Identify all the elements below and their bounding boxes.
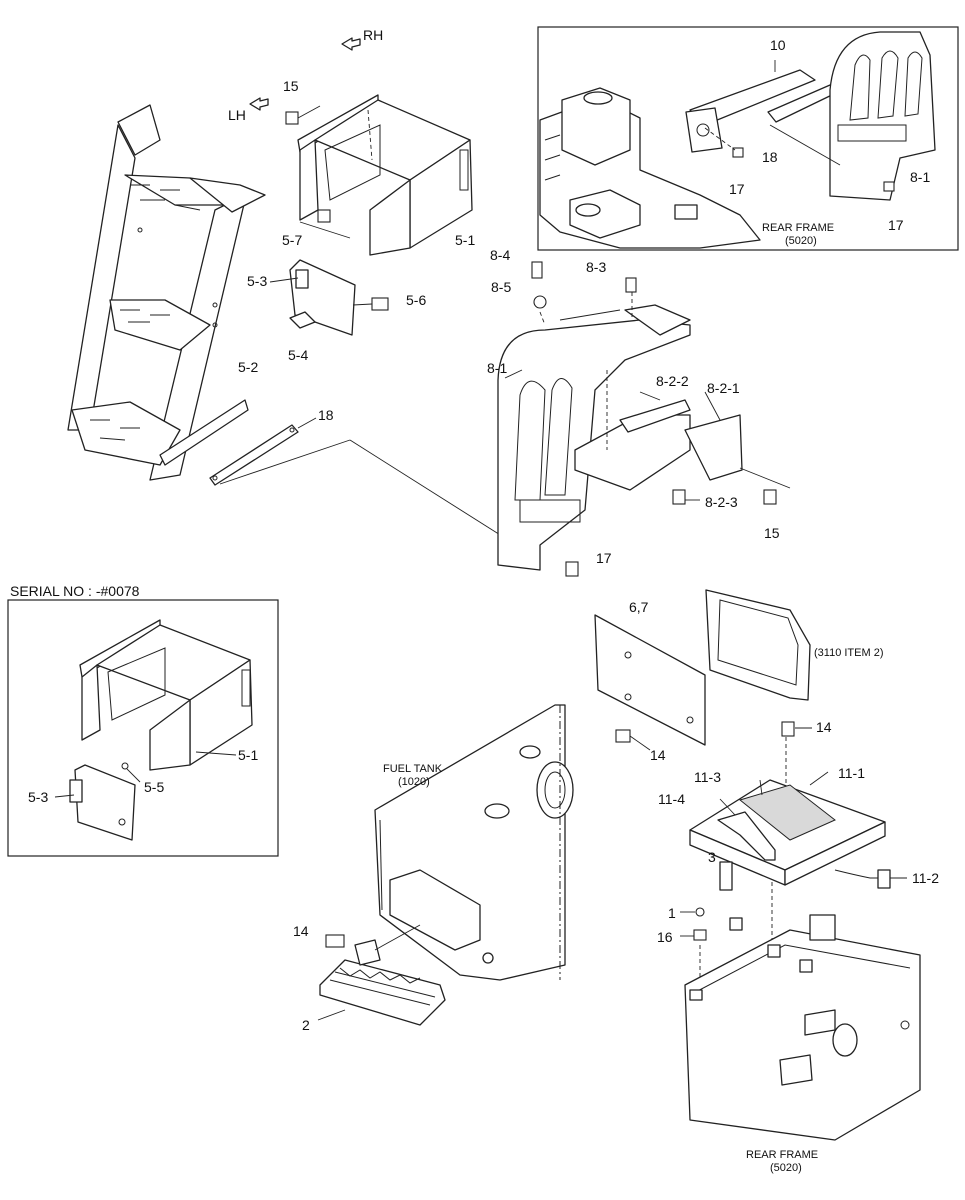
label-16: 16 — [657, 929, 673, 945]
cover-plate — [269, 259, 389, 336]
label-14: 14 — [650, 747, 666, 763]
bolt-icon — [285, 111, 331, 223]
label-11-4: 11-4 — [658, 791, 685, 807]
label-15: 15 — [283, 78, 299, 94]
label-14: 14 — [816, 719, 832, 735]
label-5-3: 5-3 — [28, 789, 48, 805]
bolt-icon — [615, 721, 795, 743]
rear-frame-code: (5020) — [785, 235, 817, 247]
label-11-3: 11-3 — [694, 769, 721, 785]
label-5-5: 5-5 — [144, 779, 164, 795]
label-5-1: 5-1 — [455, 232, 475, 248]
bolt-icon — [371, 297, 389, 311]
fuel-tank — [374, 704, 574, 981]
label-lh: LH — [228, 107, 246, 123]
label-8-5: 8-5 — [491, 279, 511, 295]
bar-18 — [209, 417, 506, 539]
label-8-3: 8-3 — [586, 259, 606, 275]
label-5-4: 5-4 — [288, 347, 308, 363]
fuel-tank-label: FUEL TANK — [383, 763, 443, 775]
label-8-2-1: 8-2-1 — [707, 380, 740, 396]
label-11-2: 11-2 — [912, 870, 939, 886]
direction-rh-icon — [341, 37, 361, 51]
step-box — [285, 94, 473, 256]
label-3: 3 — [708, 849, 716, 865]
label-10: 10 — [770, 37, 786, 53]
label-14: 14 — [293, 923, 309, 939]
bolt-icon — [531, 261, 777, 577]
rear-frame-bottom — [684, 914, 921, 1141]
label-8-1: 8-1 — [910, 169, 930, 185]
label-17: 17 — [596, 550, 612, 566]
fuel-tank-code: (1020) — [398, 776, 430, 788]
label-5-6: 5-6 — [406, 292, 426, 308]
label-15: 15 — [764, 525, 780, 541]
serial-inset — [7, 599, 279, 857]
label-5-3: 5-3 — [247, 273, 267, 289]
label-2: 2 — [302, 1017, 310, 1033]
rear-frame-code: (5020) — [770, 1162, 802, 1174]
label-5-7: 5-7 — [282, 232, 302, 248]
label-18: 18 — [762, 149, 778, 165]
label-8-2-2: 8-2-2 — [656, 373, 689, 389]
label-6-7: 6,7 — [629, 599, 649, 615]
label-1: 1 — [668, 905, 676, 921]
rear-frame-inset — [537, 26, 959, 251]
label-17: 17 — [888, 217, 904, 233]
fender — [497, 261, 791, 577]
bolt-icon — [325, 934, 345, 948]
bolt-icon — [732, 147, 895, 192]
label-11-1: 11-1 — [838, 765, 865, 781]
step-ladder — [67, 104, 266, 481]
plate-6-7 — [594, 589, 812, 790]
serial-title: SERIAL NO : -#0078 — [10, 583, 140, 599]
label-17: 17 — [729, 181, 745, 197]
label-8-2-3: 8-2-3 — [705, 494, 738, 510]
direction-lh-icon — [249, 97, 269, 111]
rear-frame-label: REAR FRAME — [746, 1149, 818, 1161]
battery-box-assembly — [680, 771, 907, 990]
label-8-1: 8-1 — [487, 360, 507, 376]
label-rh: RH — [363, 27, 383, 43]
label-3110-item-2: (3110 ITEM 2) — [814, 647, 884, 659]
step-2 — [317, 924, 446, 1026]
rear-frame-label: REAR FRAME — [762, 222, 834, 234]
label-18: 18 — [318, 407, 334, 423]
label-5-2: 5-2 — [238, 359, 258, 375]
label-8-4: 8-4 — [490, 247, 510, 263]
label-5-1: 5-1 — [238, 747, 258, 763]
